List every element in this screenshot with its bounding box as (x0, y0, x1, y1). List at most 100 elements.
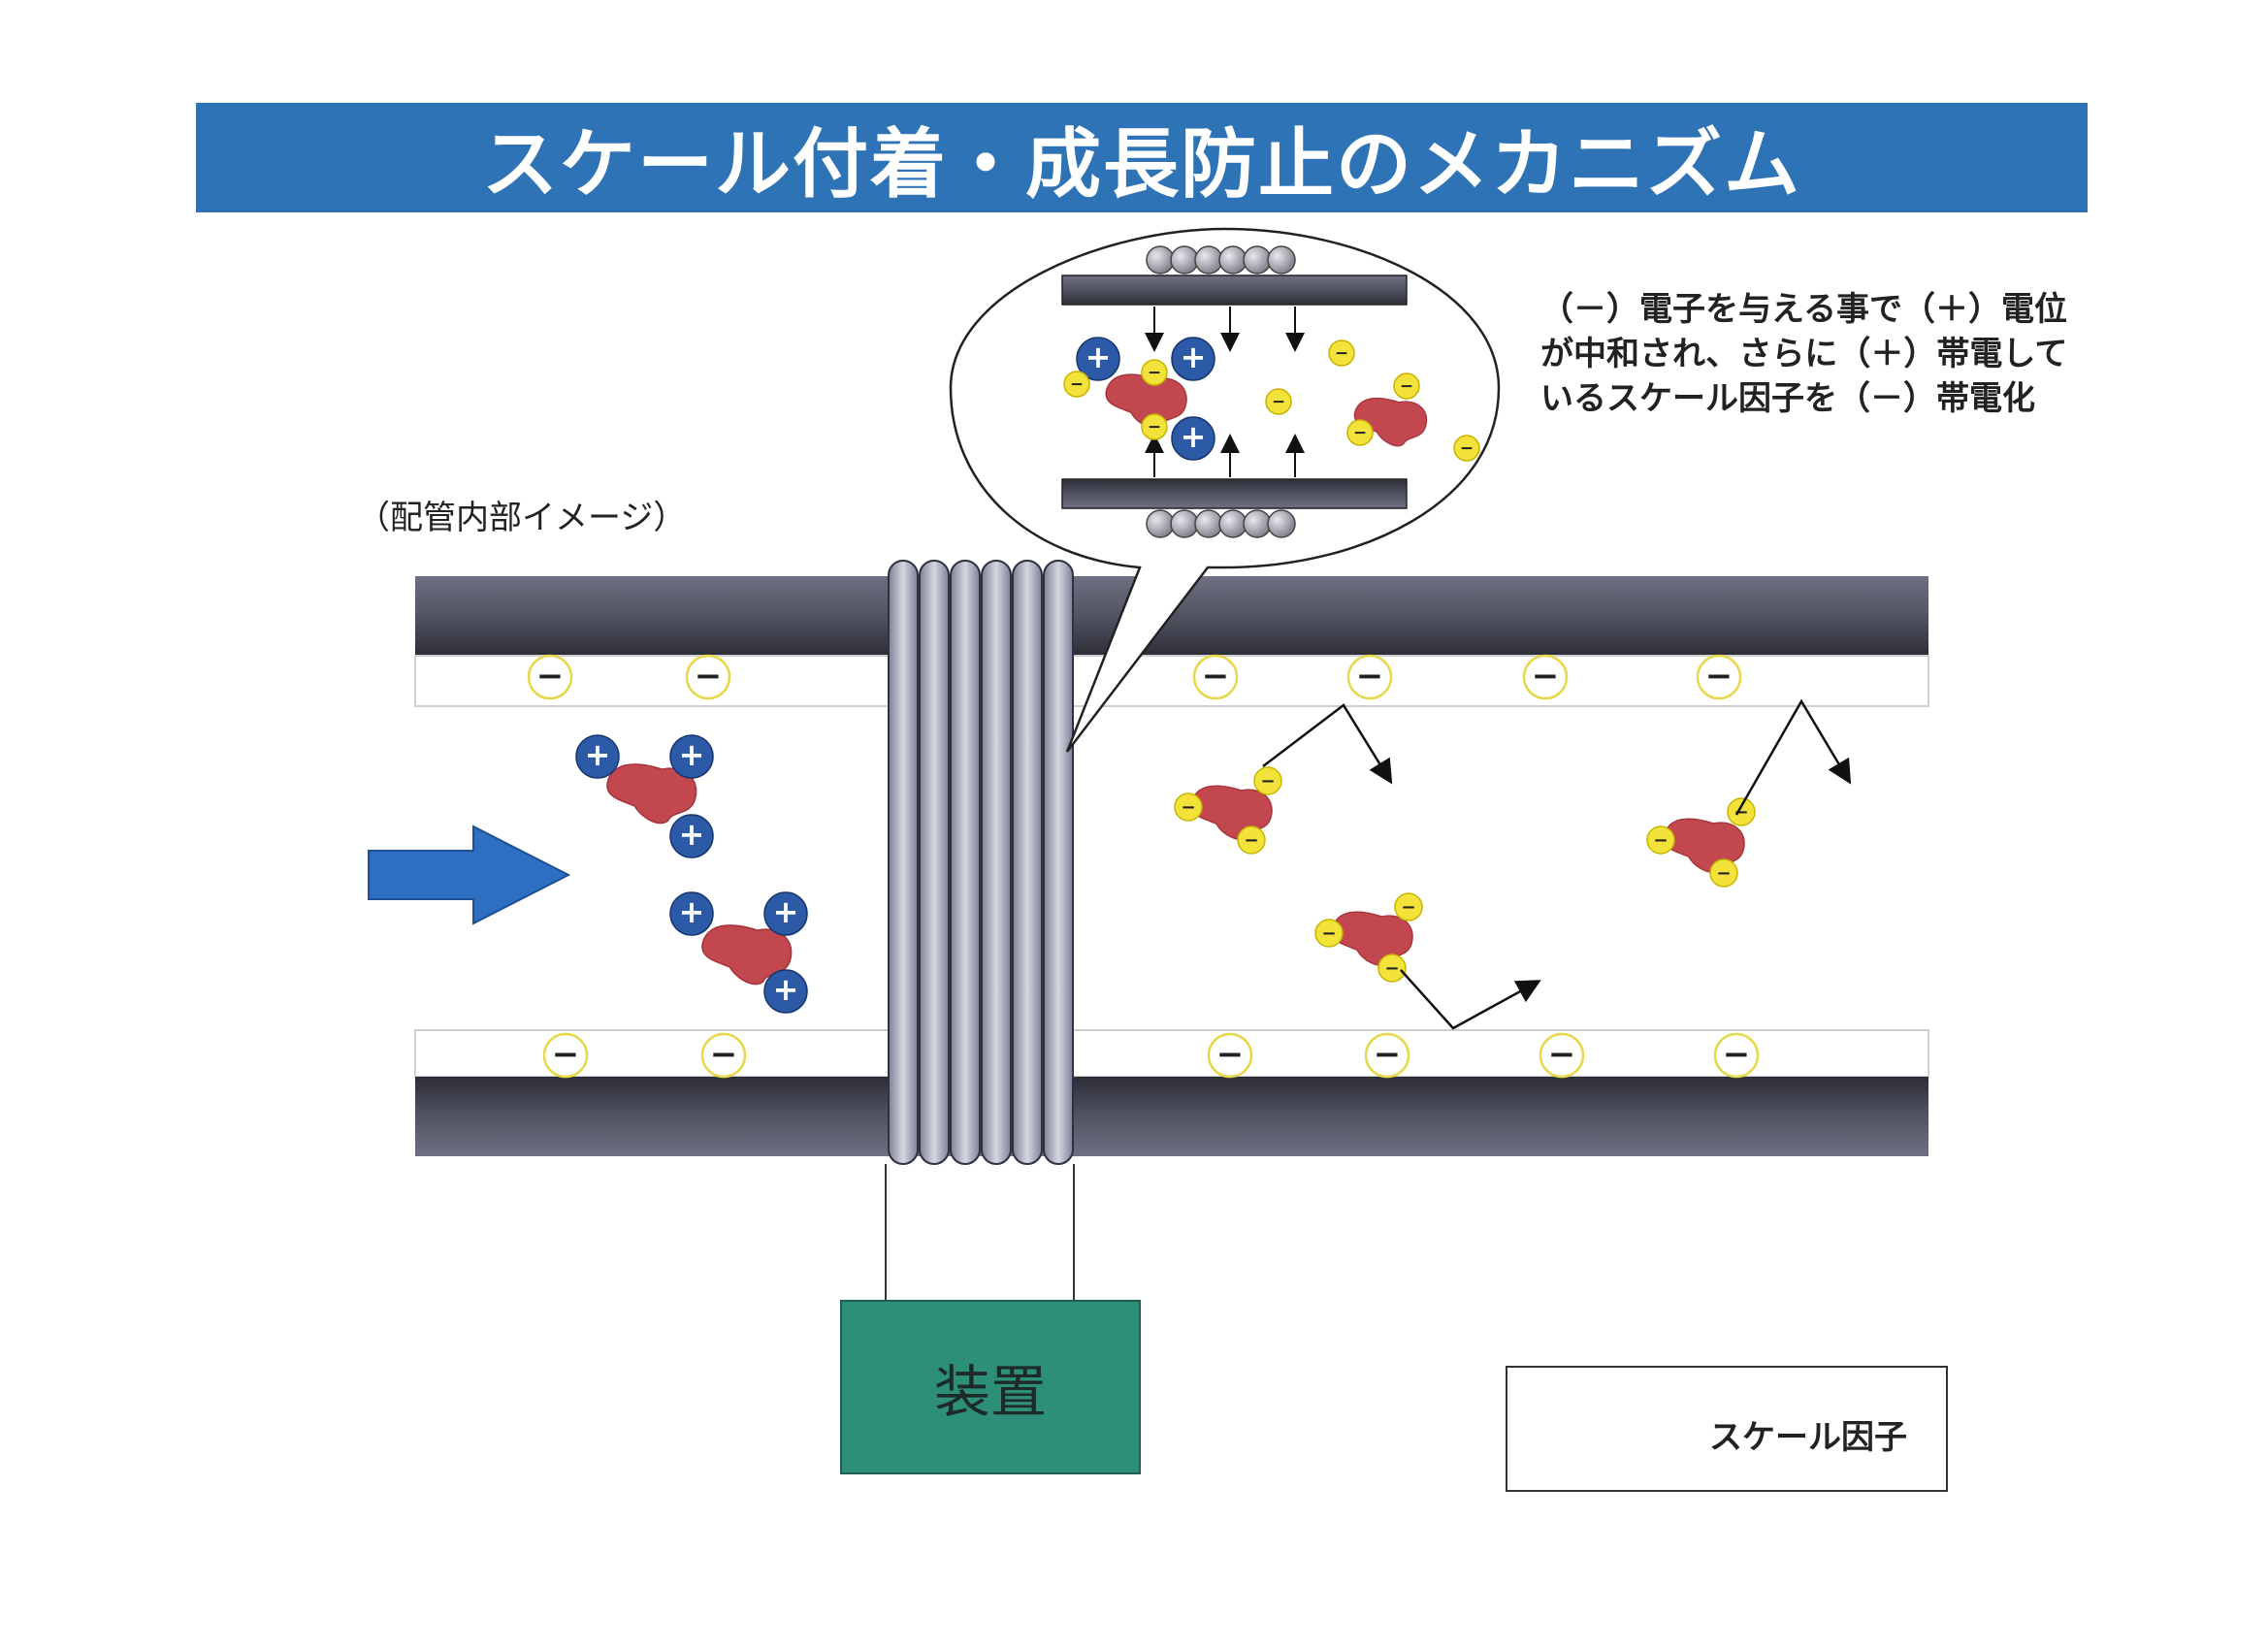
svg-text:+: + (773, 971, 799, 1008)
plus-ion-icon: + (669, 891, 714, 936)
svg-text:−: − (1260, 771, 1275, 792)
pipe-upper-inner-layer (414, 655, 1929, 707)
wall-minus-charge: − (1192, 654, 1239, 700)
svg-text:−: − (1070, 373, 1084, 393)
callout-plate-top (1061, 275, 1408, 306)
svg-text:+: + (679, 893, 705, 930)
wall-minus-charge: − (685, 654, 731, 700)
svg-text:−: − (1384, 958, 1399, 979)
minus-ion-icon: − (1174, 792, 1203, 822)
plus-ion-icon: + (1171, 337, 1215, 381)
wall-minus-charge: − (1207, 1032, 1253, 1079)
electron-ball (1194, 245, 1223, 275)
electron-ball (1170, 245, 1199, 275)
electron-ball (1170, 509, 1199, 538)
svg-text:−: − (1202, 657, 1230, 695)
electron-flow-arrows (1145, 307, 1305, 477)
plus-ion-icon: + (575, 734, 620, 779)
device-label: 装置 (933, 1359, 1047, 1425)
svg-text:+: + (679, 816, 705, 853)
minus-ion-icon: − (1377, 954, 1407, 983)
wall-minus-charge: − (700, 1032, 747, 1079)
svg-text:−: − (1400, 375, 1413, 395)
mechanism-explanation: （－）電子を与える事で（＋）電位が中和され、さらに（＋）帯電しているスケール因子… (1540, 290, 2068, 418)
wall-minus-charge: − (1696, 654, 1742, 700)
wall-minus-charge: − (1539, 1032, 1585, 1079)
minus-ion-icon: − (1265, 388, 1292, 415)
minus-ion-icon: − (1709, 858, 1738, 888)
svg-text:−: − (1181, 797, 1195, 818)
pipe-interior-label: （配管内部イメージ） (357, 499, 687, 537)
svg-text:−: − (1548, 1035, 1576, 1074)
svg-text:+: + (585, 736, 611, 773)
svg-text:−: − (1244, 830, 1258, 851)
svg-text:+: + (1181, 418, 1207, 455)
svg-text:−: − (710, 1035, 738, 1074)
electron-ball (1267, 509, 1296, 538)
minus-ion-icon: − (1141, 359, 1168, 386)
wall-minus-charge: − (542, 1032, 589, 1079)
wall-minus-charge: − (1364, 1032, 1410, 1079)
wall-minus-charge: − (527, 654, 573, 700)
svg-text:−: − (1532, 657, 1560, 695)
electron-ball (1243, 509, 1272, 538)
svg-text:−: − (1716, 863, 1731, 884)
minus-ion-icon: − (1646, 825, 1675, 855)
minus-ion-icon: − (1253, 766, 1282, 795)
svg-text:−: − (536, 657, 565, 695)
motion-arrow (1400, 969, 1541, 1030)
svg-text:−: − (1272, 391, 1285, 410)
minus-ion-icon: − (1141, 413, 1168, 440)
svg-text:−: − (1705, 657, 1733, 695)
legend-label: スケール因子 (1709, 1418, 1907, 1457)
minus-ion-icon: − (1346, 419, 1374, 446)
legend-box: スケール因子 (1506, 1366, 1948, 1492)
svg-text:−: − (1374, 1035, 1402, 1074)
svg-text:+: + (773, 893, 799, 930)
svg-text:−: − (1353, 422, 1367, 441)
minus-ion-icon: − (1314, 919, 1344, 948)
svg-text:−: − (1723, 1035, 1751, 1074)
electron-balls (1146, 245, 1296, 538)
svg-text:−: − (1321, 923, 1336, 944)
page-title: スケール付着・成長防止のメカニズム (481, 120, 1801, 209)
wall-minus-charge: − (1346, 654, 1393, 700)
svg-text:−: − (1401, 897, 1415, 918)
svg-text:−: − (1148, 416, 1161, 436)
svg-text:−: − (1733, 802, 1748, 823)
wall-minus-charges: − − − − − − − − − − − − (527, 654, 1760, 1079)
scale-particle-icon (1331, 911, 1413, 966)
electron-ball (1267, 245, 1296, 275)
pipe-lower-wall (415, 1077, 1928, 1156)
scale-particles: ++++++−−−−−−−−− (575, 734, 1756, 1014)
minus-ion-icon: − (1063, 371, 1090, 398)
electron-ball (1146, 245, 1175, 275)
motion-arrow (1262, 703, 1393, 785)
title-bar: スケール付着・成長防止のメカニズム (196, 103, 2088, 212)
svg-text:−: − (1653, 830, 1668, 851)
minus-ion-icon: − (1328, 340, 1355, 367)
svg-text:+: + (1085, 339, 1112, 375)
minus-ion-icon: − (1394, 892, 1423, 922)
plus-ion-icon: + (763, 969, 808, 1014)
svg-text:−: − (1356, 657, 1384, 695)
svg-text:−: − (695, 657, 723, 695)
minus-ion-icon: − (1393, 372, 1420, 400)
flow-arrow-icon (368, 824, 571, 925)
plus-ion-icon: + (1076, 337, 1120, 381)
electron-ball (1218, 245, 1247, 275)
plus-ion-icon: + (669, 814, 714, 858)
svg-text:−: − (1216, 1035, 1245, 1074)
plus-ion-icon: + (763, 891, 808, 936)
svg-text:−: − (552, 1035, 580, 1074)
svg-text:−: − (1335, 342, 1348, 362)
electron-ball (1243, 245, 1272, 275)
electron-ball (1146, 509, 1175, 538)
scale-particle-icon (1353, 397, 1428, 447)
wall-minus-charge: − (1522, 654, 1569, 700)
scale-particle-icon (606, 763, 697, 824)
minus-ion-icon: − (1237, 825, 1266, 855)
pipe-lower-inner-layer (414, 1029, 1929, 1078)
wall-minus-charge: − (1713, 1032, 1760, 1079)
